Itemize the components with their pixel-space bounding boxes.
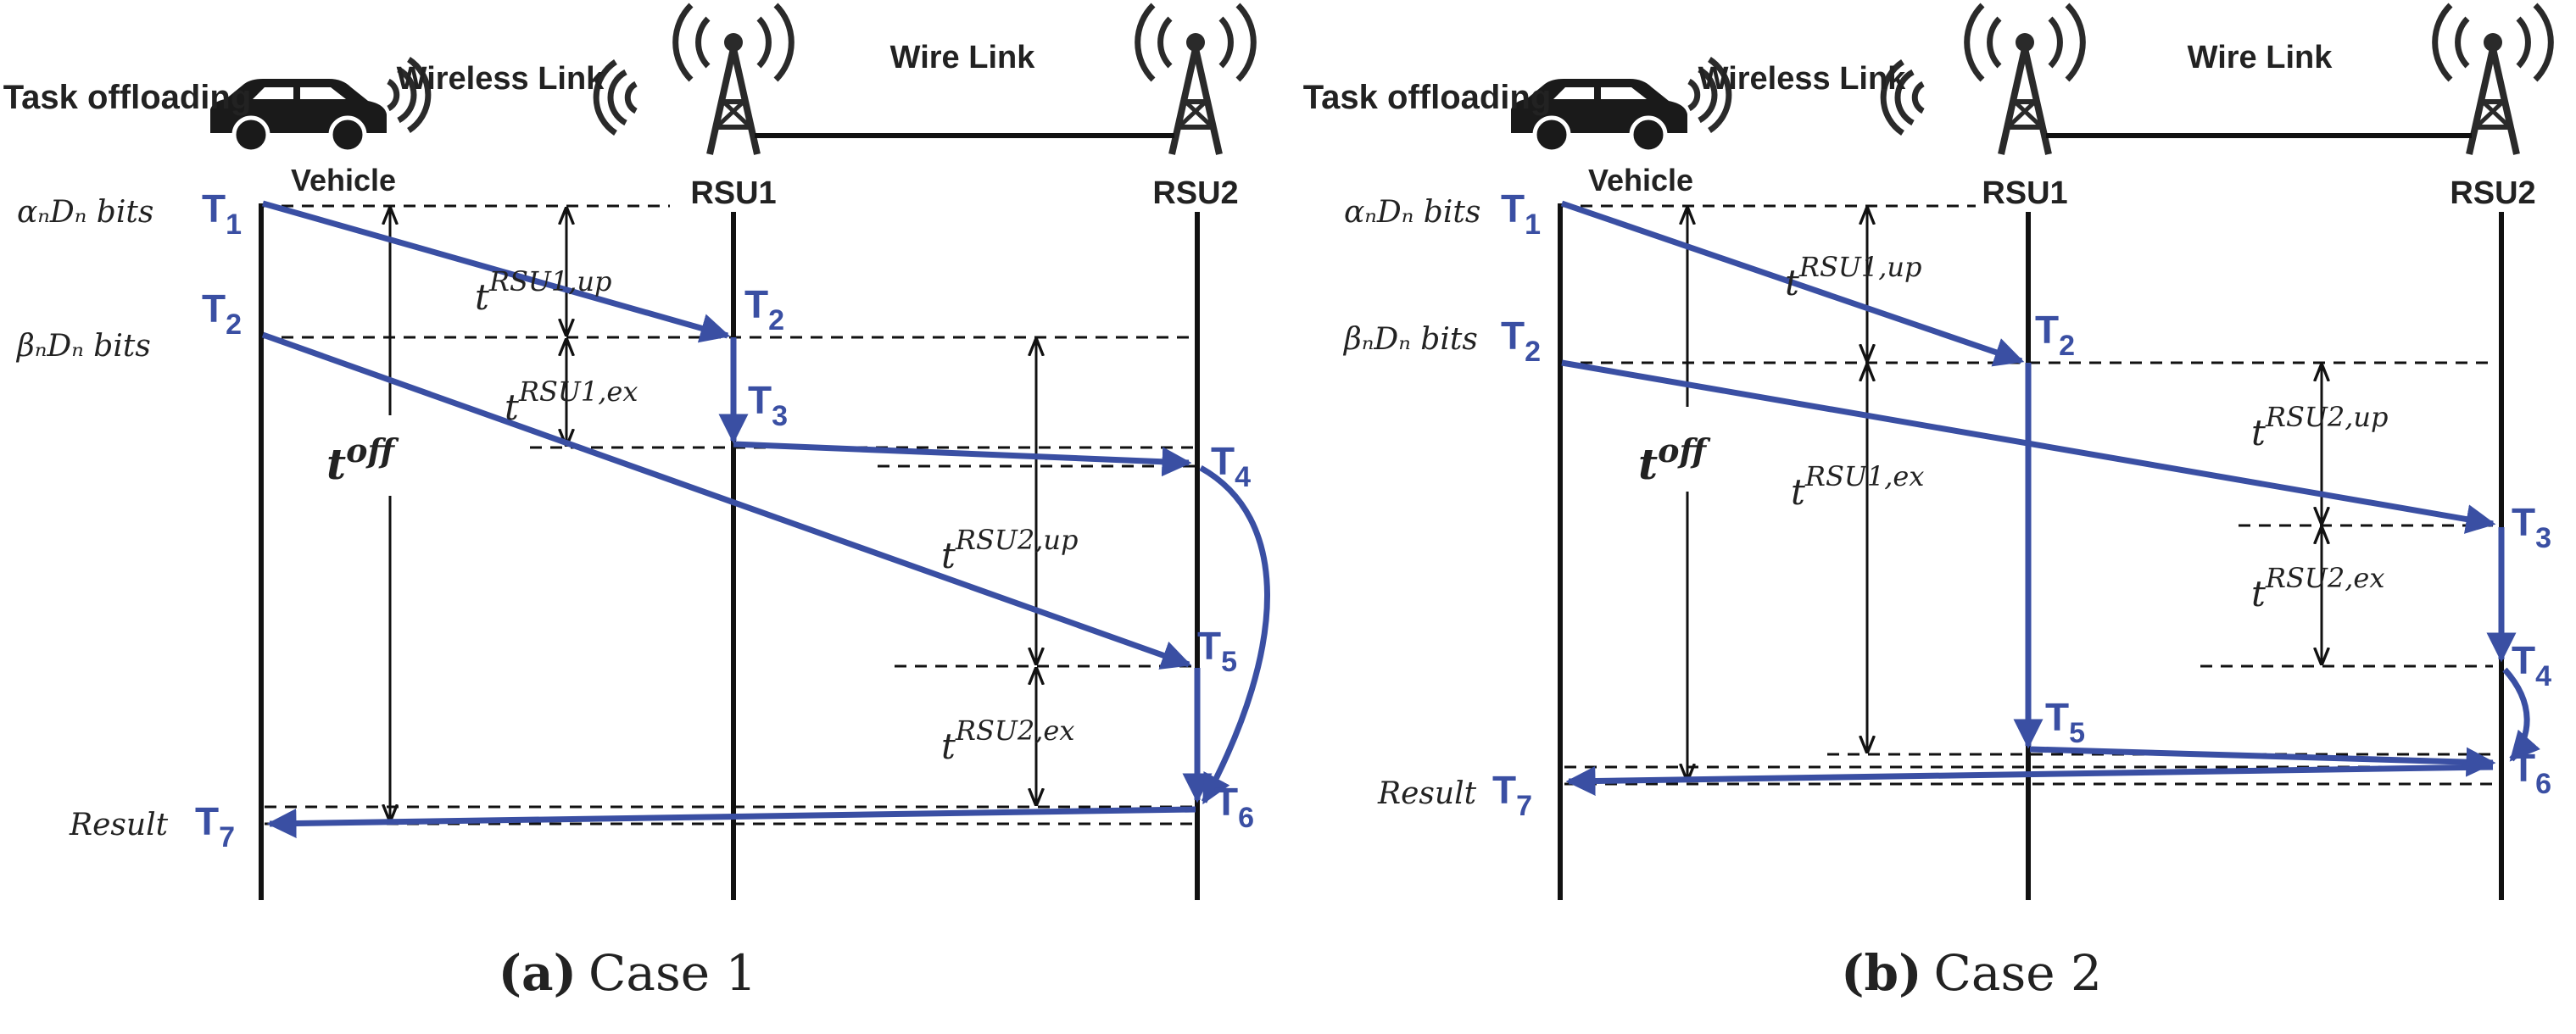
rsu2-result-settle — [2502, 667, 2540, 762]
beta-bits-label: βₙDₙ bits — [15, 329, 151, 364]
t-rsu2-ex-label: tRSU2,ex — [941, 714, 1074, 767]
rsu1-result-forward — [1199, 464, 1270, 805]
wire-link-label: Wire Link — [890, 40, 1036, 75]
vehicle-label: Vehicle — [1588, 163, 1693, 197]
t2-label-vehicle: T2 — [202, 286, 242, 341]
caption-b: (b)Case 2 — [1841, 944, 2102, 1002]
wireless-link-label: Wireless Link — [1698, 61, 1907, 97]
vehicle-label: Vehicle — [291, 163, 396, 197]
upload-alpha-to-rsu1 — [262, 200, 731, 343]
t-rsu1-up-label: tRSU1,up — [1785, 251, 1922, 303]
t3-label: T3 — [2512, 500, 2551, 554]
wire-link-label: Wire Link — [2188, 40, 2333, 75]
result-return — [266, 806, 1196, 839]
rsu1-label: RSU1 — [690, 175, 776, 211]
t4-label: T4 — [2512, 638, 2551, 692]
t-rsu1-ex-label: tRSU1,ex — [1791, 460, 1924, 513]
t6-label: T6 — [2512, 746, 2551, 800]
task-offloading-label: Task offloading — [1303, 79, 1552, 116]
t-rsu2-up-label: tRSU2,up — [2251, 401, 2389, 453]
t5-label: T5 — [2045, 695, 2085, 749]
t-rsu1-up-label: tRSU1,up — [475, 265, 612, 318]
t2-label-rsu1: T2 — [2035, 308, 2075, 362]
upload-alpha-to-rsu1 — [1560, 200, 2025, 367]
rsu1-to-rsu2-wire — [2029, 746, 2496, 777]
beta-bits-label: βₙDₙ bits — [1342, 322, 1478, 357]
antenna-tower-icon — [676, 5, 792, 154]
antenna-tower-icon — [1967, 5, 2083, 154]
t1-label: T1 — [1501, 186, 1541, 241]
rsu1-to-rsu2-wire — [733, 441, 1192, 477]
result-label: Result — [1377, 776, 1477, 811]
caption-a: (a)Case 1 — [499, 944, 757, 1002]
t6-label: T6 — [1214, 780, 1254, 834]
panel-b: Task offloading Wireless Link Wire Link … — [1303, 5, 2551, 1002]
alpha-bits-label: αₙDₙ bits — [17, 195, 153, 230]
panel-a: Task offloading Wireless Link Wire Link … — [3, 5, 1270, 1002]
rsu2-label: RSU2 — [1152, 175, 1238, 211]
rsu2-label: RSU2 — [2450, 175, 2535, 211]
t5-label: T5 — [1197, 624, 1237, 678]
t2-label-rsu1: T2 — [744, 282, 784, 336]
task-offloading-label: Task offloading — [3, 79, 252, 116]
wireless-link-label: Wireless Link — [397, 61, 605, 97]
result-label: Result — [69, 808, 169, 842]
t-rsu1-ex-label: tRSU1,ex — [505, 375, 638, 428]
t4-label: T4 — [1211, 439, 1251, 493]
result-return — [1565, 764, 2494, 797]
antenna-tower-icon — [1138, 5, 1254, 154]
t-rsu2-up-label: tRSU2,up — [941, 524, 1079, 576]
rsu1-label: RSU1 — [1982, 175, 2067, 211]
t-off-label: toff — [1638, 431, 1710, 489]
t3-label: T3 — [748, 378, 788, 432]
upload-beta-to-rsu2 — [1561, 359, 2496, 534]
t-rsu2-ex-label: tRSU2,ex — [2251, 562, 2384, 614]
t-off-label: toff — [326, 431, 399, 489]
upload-beta-to-rsu2 — [261, 331, 1192, 670]
t7-label: T7 — [1492, 768, 1532, 822]
t2-label-vehicle: T2 — [1501, 314, 1541, 368]
t1-label: T1 — [202, 186, 242, 241]
alpha-bits-label: αₙDₙ bits — [1344, 195, 1480, 230]
t7-label: T7 — [195, 799, 235, 853]
antenna-tower-icon — [2435, 5, 2551, 154]
